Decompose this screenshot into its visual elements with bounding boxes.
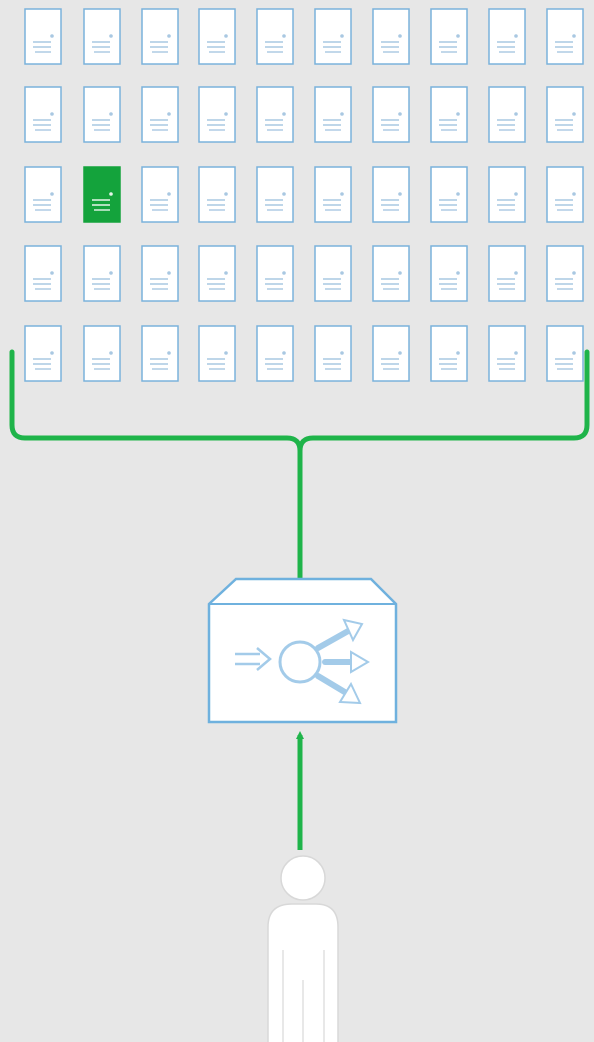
server-icon xyxy=(83,8,121,65)
server-icon xyxy=(256,86,294,143)
server-icon xyxy=(83,245,121,302)
server-icon xyxy=(141,86,179,143)
server-icon xyxy=(488,86,526,143)
server-icon xyxy=(430,8,468,65)
server-icon xyxy=(141,245,179,302)
server-icon xyxy=(198,166,236,223)
server-icon xyxy=(314,325,352,382)
incoming-traffic-icon xyxy=(235,647,272,671)
server-icon xyxy=(546,8,584,65)
server-icon xyxy=(24,86,62,143)
server-icon xyxy=(372,8,410,65)
active-server-icon xyxy=(83,166,121,223)
server-icon xyxy=(141,8,179,65)
server-icon xyxy=(430,166,468,223)
server-icon xyxy=(83,325,121,382)
server-icon xyxy=(430,86,468,143)
user-icon xyxy=(267,855,339,1042)
server-icon xyxy=(256,325,294,382)
server-icon xyxy=(198,8,236,65)
server-icon xyxy=(24,325,62,382)
server-icon xyxy=(314,8,352,65)
server-icon xyxy=(198,245,236,302)
server-icon xyxy=(430,325,468,382)
server-icon xyxy=(314,245,352,302)
load-balancer-icon xyxy=(207,577,398,724)
server-pool-bracket xyxy=(9,349,590,584)
server-icon xyxy=(372,86,410,143)
server-icon xyxy=(546,86,584,143)
server-icon xyxy=(314,166,352,223)
server-icon xyxy=(198,325,236,382)
hub-circle-icon xyxy=(278,640,322,684)
server-icon xyxy=(372,325,410,382)
server-icon xyxy=(314,86,352,143)
server-icon xyxy=(430,245,468,302)
server-icon xyxy=(546,325,584,382)
server-icon xyxy=(24,245,62,302)
server-icon xyxy=(256,166,294,223)
outgoing-arrows-icon xyxy=(315,618,370,705)
server-icon xyxy=(141,166,179,223)
server-icon xyxy=(256,8,294,65)
server-icon xyxy=(24,8,62,65)
server-icon xyxy=(198,86,236,143)
server-icon xyxy=(24,166,62,223)
server-icon xyxy=(546,245,584,302)
server-icon xyxy=(488,8,526,65)
server-icon xyxy=(372,166,410,223)
server-icon xyxy=(546,166,584,223)
server-icon xyxy=(141,325,179,382)
server-grid xyxy=(24,8,584,382)
server-icon xyxy=(488,245,526,302)
server-icon xyxy=(256,245,294,302)
server-icon xyxy=(372,245,410,302)
server-icon xyxy=(83,86,121,143)
server-icon xyxy=(488,166,526,223)
server-icon xyxy=(488,325,526,382)
